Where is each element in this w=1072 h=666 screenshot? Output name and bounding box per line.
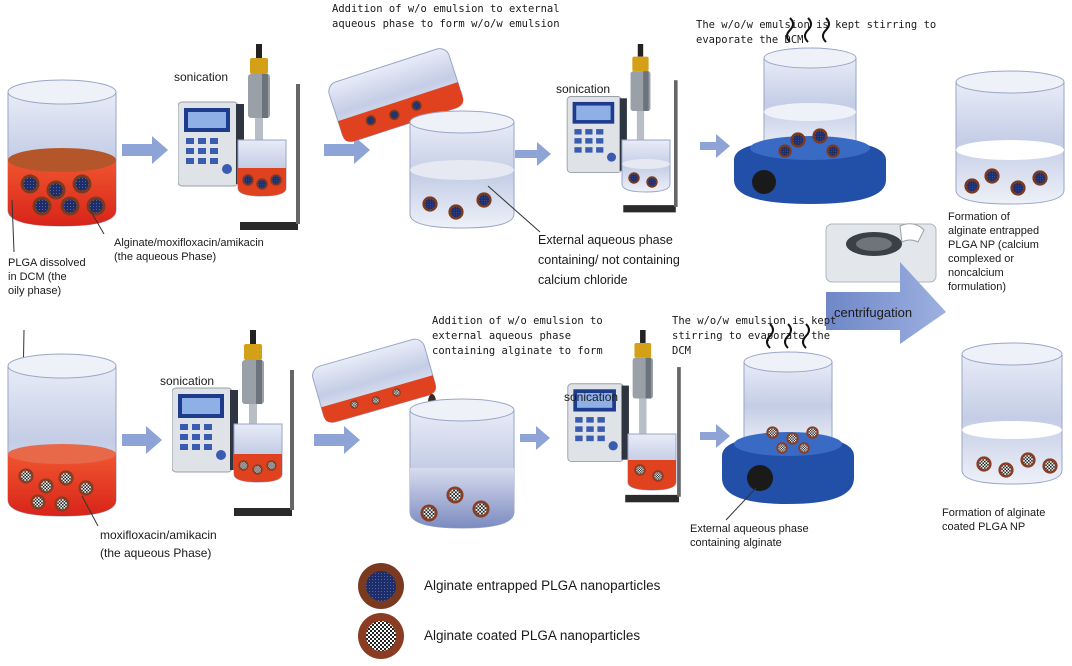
- top-stirring-text: The w/o/w emulsion is kept stirring to e…: [696, 19, 937, 46]
- top-external-phase-label: External aqueous phase containing/ not c…: [538, 233, 680, 287]
- pointer-line: [725, 487, 757, 521]
- bottom-external-phase-label: External aqueous phase containing algina…: [690, 523, 809, 549]
- sonicator-device: [172, 330, 295, 517]
- arrow-right: [700, 134, 730, 158]
- bottom-stirring-text: The w/o/w emulsion is kept stirring to e…: [672, 315, 837, 357]
- legend: [358, 563, 404, 659]
- arrow-right: [700, 424, 730, 448]
- centrifugation-label: centrifugation: [834, 305, 913, 320]
- top-aqueous-phase-label: Alginate/moxifloxacin/amikacin (the aque…: [114, 237, 264, 263]
- result-entrapped-label: Formation of alginate entrapped PLGA NP …: [948, 211, 1040, 293]
- result-beaker-coated: [961, 342, 1063, 485]
- bottom-aqueous-phase-label: moxifloxacin/amikacin (the aqueous Phase…: [100, 528, 217, 560]
- magnetic-stirrer-bottom: [722, 323, 854, 504]
- beaker-oil-phase-bottom: [7, 353, 117, 517]
- result-beaker-entrapped: [955, 70, 1065, 205]
- legend-coated-swatch: [358, 613, 404, 659]
- sonicator-device: [566, 44, 679, 213]
- legend-entrapped-swatch: [358, 563, 404, 609]
- arrow-right: [324, 136, 370, 164]
- pointer-line: [487, 185, 541, 233]
- arrow-right: [314, 426, 360, 454]
- pointer-line: [89, 209, 105, 235]
- beaker-oil-phase-top: [7, 79, 117, 227]
- arrow-right: [515, 142, 551, 166]
- receiving-beaker-bottom: [409, 398, 515, 529]
- pointer-line: [81, 495, 99, 527]
- pouring-beaker-bottom: [312, 338, 436, 423]
- legend-coated-label: Alginate coated PLGA nanoparticles: [424, 628, 641, 643]
- centrifugation-arrow: [826, 262, 946, 344]
- centrifuge-device: [825, 223, 937, 283]
- sonicator-device: [178, 44, 301, 231]
- pouring-beaker-top: [328, 48, 464, 142]
- arrow-right: [520, 426, 550, 450]
- result-coated-label: Formation of alginate coated PLGA NP: [942, 507, 1046, 533]
- legend-entrapped-label: Alginate entrapped PLGA nanoparticles: [424, 578, 661, 593]
- sonicator-device: [567, 330, 682, 503]
- magnetic-stirrer-top: [734, 17, 886, 204]
- bottom-sonication-label-1: sonication: [160, 374, 215, 388]
- plga-oily-phase-label: PLGA dissolved in DCM (the oily phase): [8, 257, 86, 297]
- arrow-right: [122, 136, 168, 164]
- top-sonication-label-1: sonication: [174, 70, 229, 84]
- receiving-beaker-top: [409, 110, 515, 229]
- top-addition-text: Addition of w/o emulsion to external aqu…: [332, 3, 560, 30]
- arrow-right: [122, 426, 162, 454]
- pointer-line: [11, 199, 15, 253]
- top-sonication-label-2: sonication: [556, 82, 611, 96]
- bottom-sonication-label-2: sonication: [564, 390, 619, 404]
- bottom-addition-text: Addition of w/o emulsion to external aqu…: [432, 315, 603, 357]
